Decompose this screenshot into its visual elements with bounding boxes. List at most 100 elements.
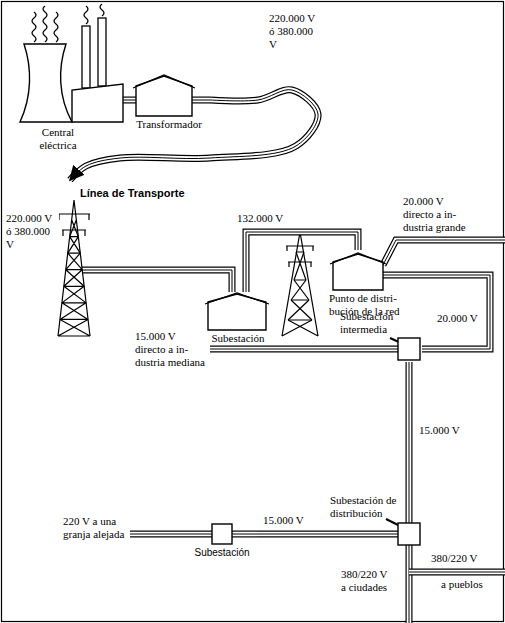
voltage-note: 20.000 V directo a in- dustria grande [402, 195, 475, 234]
label-holder: 220.000 V ó 380.000 V [268, 12, 322, 51]
wire [418, 275, 490, 349]
wire [409, 494, 410, 524]
wire [381, 275, 418, 276]
voltage-note: 380/220 V [430, 552, 479, 565]
wire [407, 494, 412, 524]
substation-box [398, 523, 420, 545]
substation-box [398, 338, 420, 360]
wire [257, 534, 330, 535]
edge-label-holder: 20.000 V [436, 312, 479, 325]
wire [230, 532, 257, 537]
power-line [82, 270, 188, 271]
power-connector [123, 100, 130, 101]
voltage-note: a pueblos [440, 578, 484, 591]
wire [257, 531, 330, 538]
chimney [82, 26, 90, 88]
wire [123, 97, 130, 104]
transformer: Transformador [130, 72, 211, 134]
wire [406, 494, 413, 524]
smoke [100, 4, 104, 16]
power-line [381, 275, 418, 276]
transmission-tower: Línea de Transporte [58, 180, 188, 338]
substation-box [212, 524, 232, 544]
smoke [84, 6, 88, 24]
node-label: Subestación de distribución [330, 494, 402, 520]
roof-line [133, 75, 195, 88]
intermediate-substation: Subestación intermedia [340, 310, 422, 362]
power-line [330, 534, 400, 535]
wire [381, 272, 418, 279]
distribution-substation: Subestación de distribución [330, 494, 422, 548]
power-connector [257, 534, 330, 535]
wire [188, 270, 232, 292]
wire [82, 270, 188, 271]
wire [330, 534, 400, 535]
wire [230, 531, 257, 538]
node-label: Subestación [200, 332, 276, 345]
wire [418, 275, 490, 349]
town-line [409, 572, 505, 573]
roof-line [330, 253, 386, 264]
label-holder: 380/220 V [430, 552, 479, 565]
voltage-note: 220 V a una granja alejada [62, 515, 126, 541]
power-connector [409, 362, 410, 494]
power-connector [418, 275, 490, 349]
label-holder: a pueblos [440, 578, 484, 591]
farm-substation: Subestación [190, 520, 257, 564]
wire [230, 534, 257, 535]
voltage-note: 220.000 V ó 380.000 V [5, 212, 59, 251]
city-line [409, 545, 410, 623]
wire [257, 532, 330, 537]
wire [409, 362, 410, 494]
label-holder: 15.000 V directo a in- dustria mediana [134, 330, 207, 369]
wire [188, 270, 232, 292]
wire [381, 273, 418, 278]
wire [190, 98, 211, 103]
voltage-label: 20.000 V [436, 312, 479, 325]
node-label: Transformador [130, 118, 208, 131]
wire [418, 275, 490, 349]
label-holder: 20.000 V directo a in- dustria grande [402, 195, 475, 234]
transmission-tower-shape [58, 180, 188, 338]
pylon [58, 200, 90, 336]
pylon [282, 232, 318, 336]
node-label: Central eléctrica [26, 126, 90, 152]
industry-line [383, 240, 505, 265]
wire [82, 267, 188, 274]
voltage-label: 15.000 V [418, 424, 461, 437]
wire [330, 532, 400, 537]
power-plant: Central eléctrica [8, 4, 123, 154]
farm-line [130, 534, 212, 535]
voltage-note: 15.000 V directo a in- dustria mediana [134, 330, 207, 369]
edge-label-holder: 15.000 V [262, 514, 305, 527]
cooling-tower [20, 44, 72, 122]
node-label: Línea de Transporte [80, 187, 185, 200]
label-holder: 380/220 V a ciudades [340, 568, 394, 594]
plant-building [72, 84, 123, 122]
wire [123, 100, 130, 101]
wire [188, 270, 232, 292]
power-line [230, 534, 257, 535]
label-holder: 220 V a una granja alejada [62, 515, 126, 541]
chimney [98, 18, 106, 86]
smoke [54, 12, 58, 42]
smoke [43, 6, 47, 42]
wire [407, 362, 412, 494]
wire [406, 362, 413, 494]
label-holder: 220.000 V ó 380.000 V [5, 212, 59, 251]
power-connector [188, 270, 232, 292]
power-line [190, 100, 211, 101]
edge-label-holder: 132.000 V [236, 212, 284, 225]
voltage-note: 220.000 V ó 380.000 V [268, 12, 322, 51]
wire [190, 100, 211, 101]
building-outline [136, 76, 192, 116]
node-label: Subestación [190, 546, 254, 559]
power-line [409, 494, 410, 524]
roof-line [205, 293, 269, 304]
smoke [32, 12, 36, 42]
node-label: Subestación intermedia [340, 310, 402, 336]
voltage-label: 132.000 V [236, 212, 284, 225]
wire [82, 268, 188, 273]
